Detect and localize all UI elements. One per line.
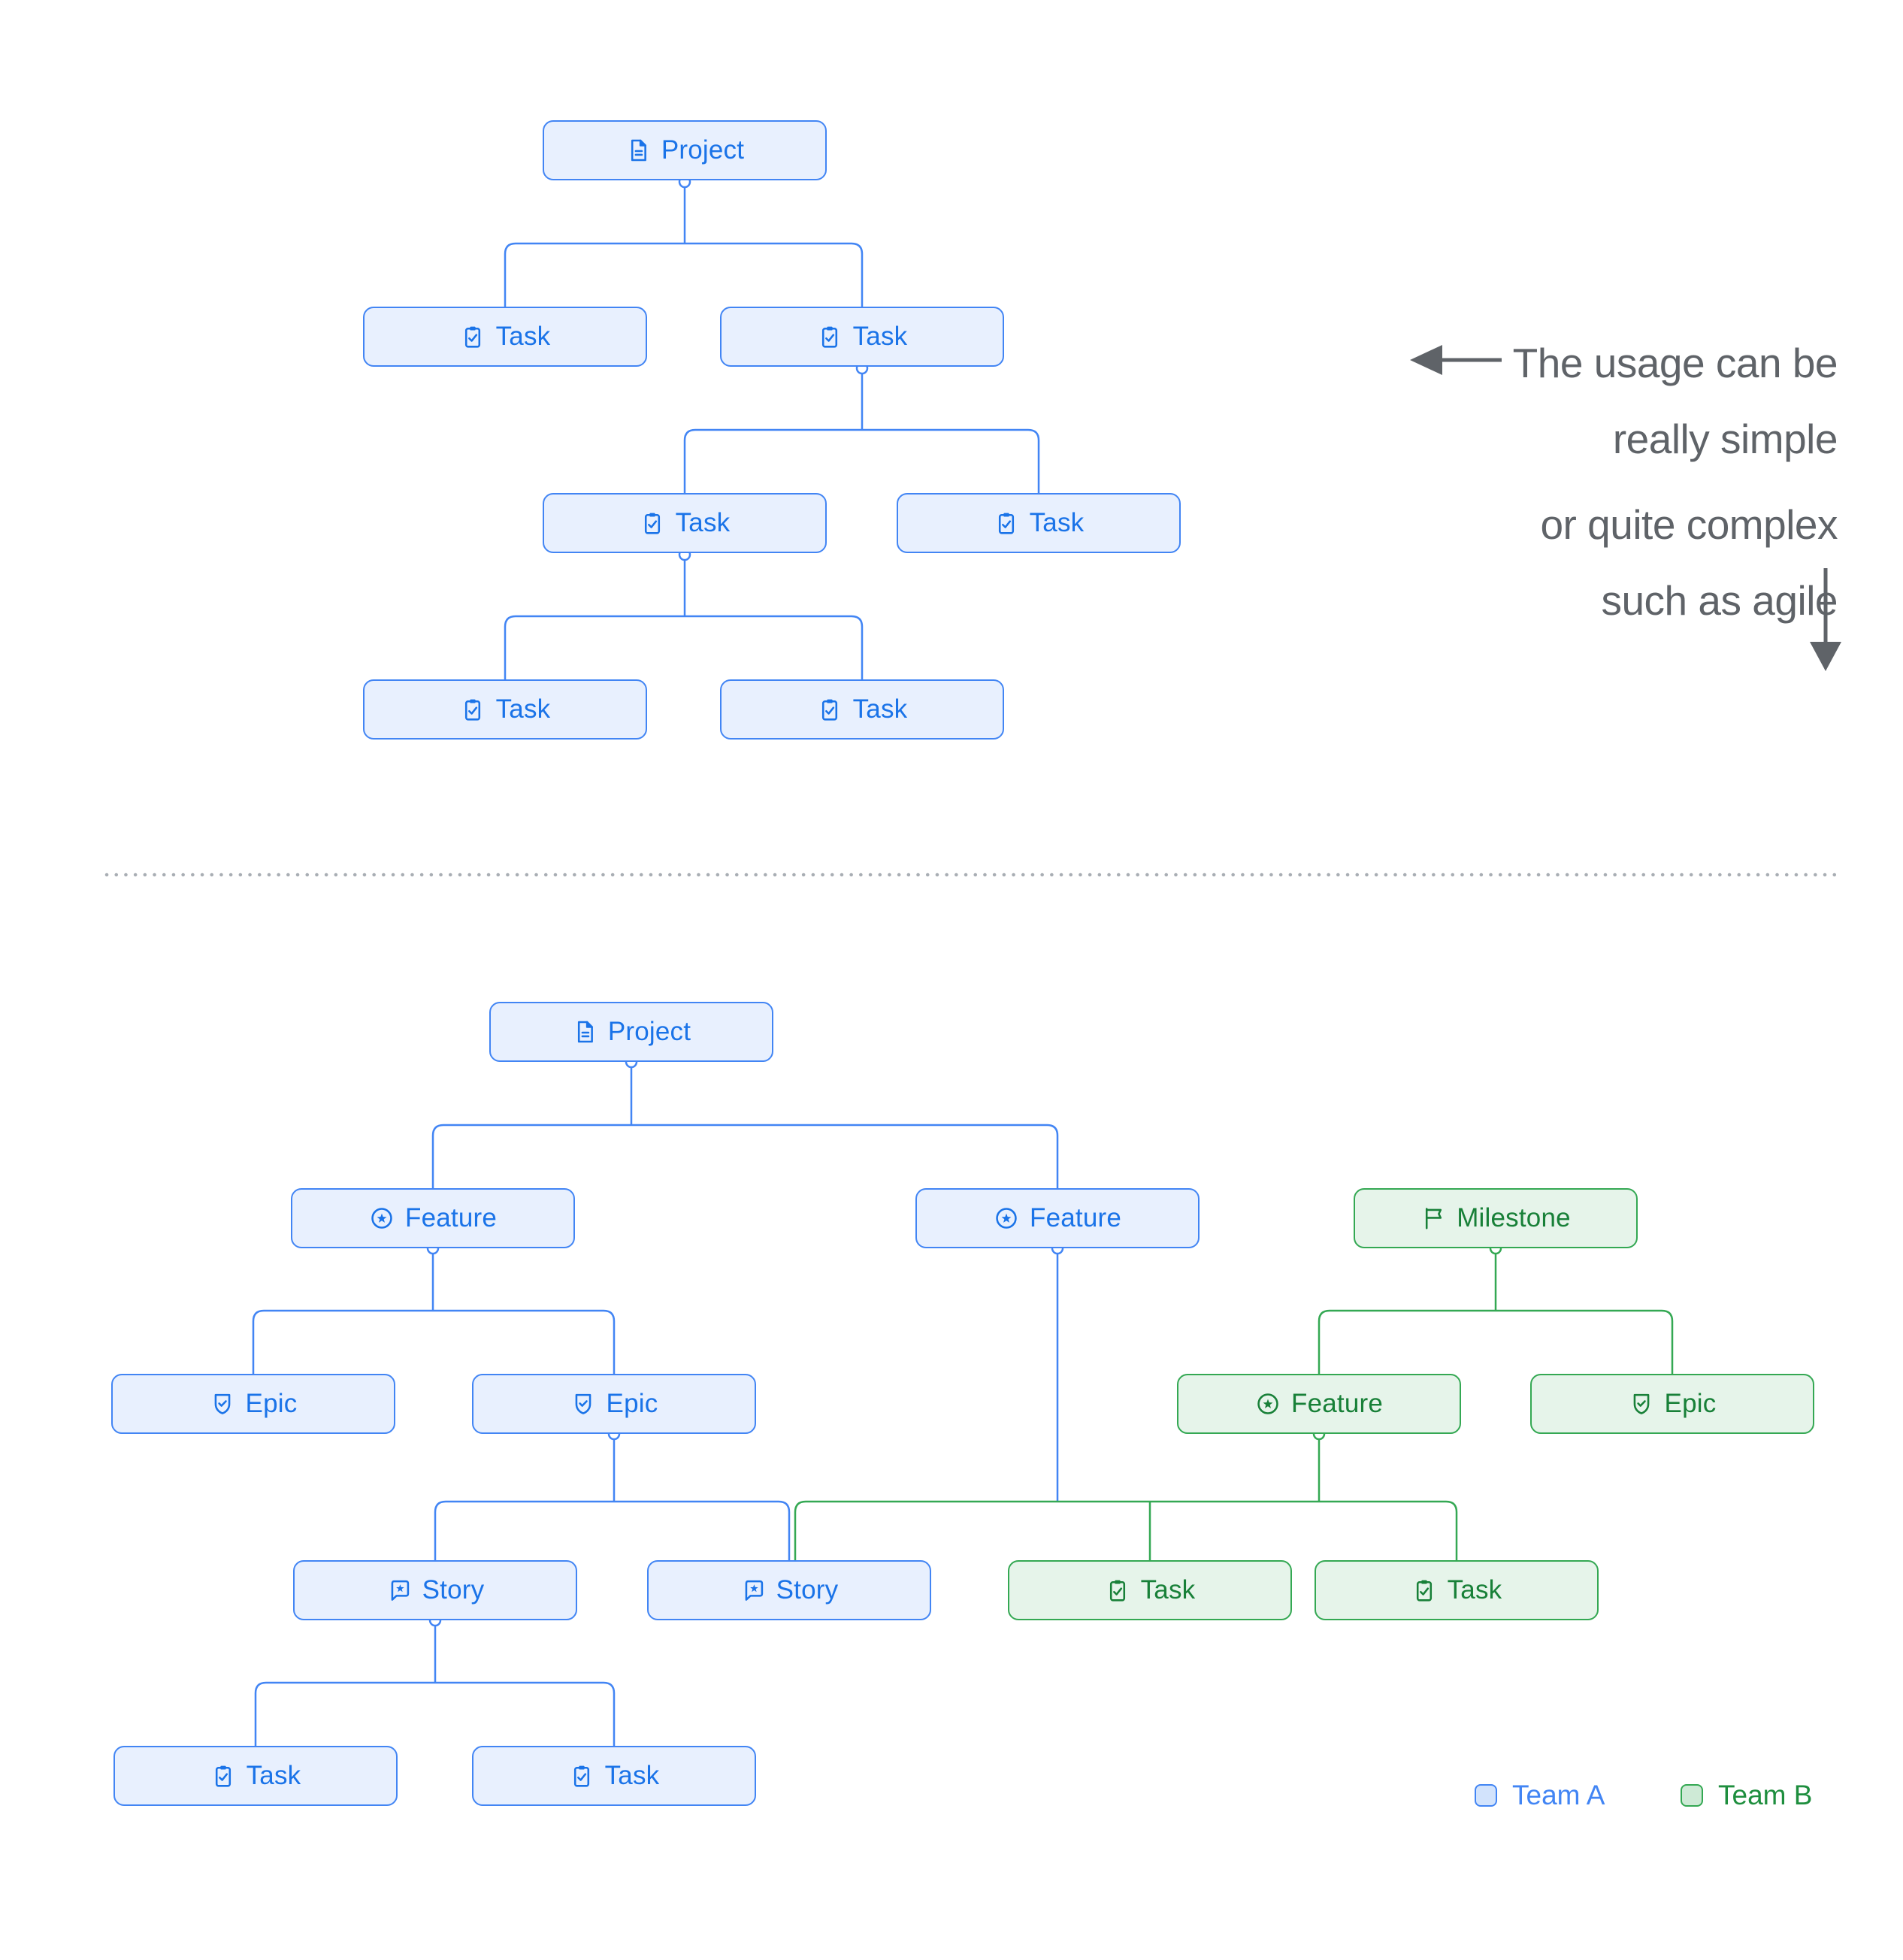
shield-check-icon [210,1391,235,1417]
node-label: Task [604,1761,660,1790]
node-task: Task [720,679,1004,740]
node-label: Task [1140,1575,1196,1605]
node-task: Task [1008,1560,1292,1620]
star-circle-icon [369,1205,395,1231]
clipboard-check-icon [640,510,665,536]
node-task: Task [113,1746,398,1806]
node-label: Epic [245,1389,298,1418]
node-task: Task [897,493,1181,553]
node-story: Story [293,1560,577,1620]
legend-label: Team A [1512,1780,1605,1810]
edge-feature1-to-epics [252,1309,616,1374]
node-label: Story [422,1575,485,1605]
shield-check-icon [570,1391,596,1417]
note-line: really simple [1612,416,1838,462]
arrow-left-head [1410,345,1442,375]
node-feature: Feature [1177,1374,1461,1434]
node-label: Feature [1029,1203,1122,1233]
edge-story1-to-tasks [254,1681,616,1746]
star-circle-icon [994,1205,1019,1231]
node-feature: Feature [291,1188,575,1248]
node-label: Epic [606,1389,658,1418]
arrow-down-head [1810,642,1841,671]
edge-task2-to-tasks [683,428,1040,493]
node-task: Task [363,679,647,740]
node-label: Feature [1290,1389,1384,1418]
edge-task3-to-tasks [504,615,864,679]
clipboard-check-icon [994,510,1019,536]
node-label: Task [852,322,908,351]
node-label: Project [607,1017,691,1046]
edge-project-to-tasks [504,242,864,307]
note-line: or quite complex [1540,501,1838,548]
node-milestone: Milestone [1354,1188,1638,1248]
clipboard-check-icon [460,697,486,722]
clipboard-check-icon [460,324,486,349]
node-label: Epic [1664,1389,1717,1418]
document-icon [625,138,651,163]
node-label: Feature [404,1203,498,1233]
node-story: Story [647,1560,931,1620]
clipboard-check-icon [569,1763,594,1789]
team-a-swatch [1475,1784,1497,1807]
legend-label: Team B [1718,1780,1813,1810]
star-circle-icon [1255,1391,1281,1417]
node-label: Task [1447,1575,1502,1605]
node-epic: Epic [1530,1374,1814,1434]
note-simple: The usage can be really simple [1513,325,1838,477]
note-line: The usage can be [1512,340,1838,386]
node-task: Task [543,493,827,553]
node-project: Project [543,120,827,180]
edge-milestone-to-children [1318,1309,1674,1374]
clipboard-check-icon [1411,1577,1437,1603]
edge-project2-to-features [431,1124,1059,1188]
comment-star-icon [386,1577,412,1603]
node-task: Task [363,307,647,367]
node-label: Task [246,1761,301,1790]
node-epic: Epic [472,1374,756,1434]
node-label: Task [675,508,731,537]
clipboard-check-icon [210,1763,236,1789]
team-b-swatch [1681,1784,1703,1807]
legend-team-b: Team B [1681,1778,1812,1813]
document-icon [572,1019,598,1045]
node-task: Task [472,1746,756,1806]
edge-green-bar [794,1500,1458,1560]
node-label: Milestone [1457,1203,1571,1233]
clipboard-check-icon [1105,1577,1130,1603]
node-label: Project [661,135,745,165]
node-label: Task [852,694,908,724]
node-label: Task [1029,508,1085,537]
flag-icon [1420,1205,1446,1231]
note-line: such as agile [1601,577,1838,624]
node-project: Project [489,1002,773,1062]
edge-epic2-to-stories [434,1500,791,1560]
shield-check-icon [1629,1391,1654,1417]
legend-team-a: Team A [1475,1778,1605,1813]
node-task: Task [720,307,1004,367]
node-task: Task [1315,1560,1599,1620]
node-epic: Epic [111,1374,395,1434]
note-complex: or quite complex such as agile [1540,487,1838,639]
node-feature: Feature [915,1188,1200,1248]
comment-star-icon [740,1577,766,1603]
node-label: Story [776,1575,839,1605]
node-label: Task [495,694,551,724]
clipboard-check-icon [817,324,843,349]
node-label: Task [495,322,551,351]
clipboard-check-icon [817,697,843,722]
